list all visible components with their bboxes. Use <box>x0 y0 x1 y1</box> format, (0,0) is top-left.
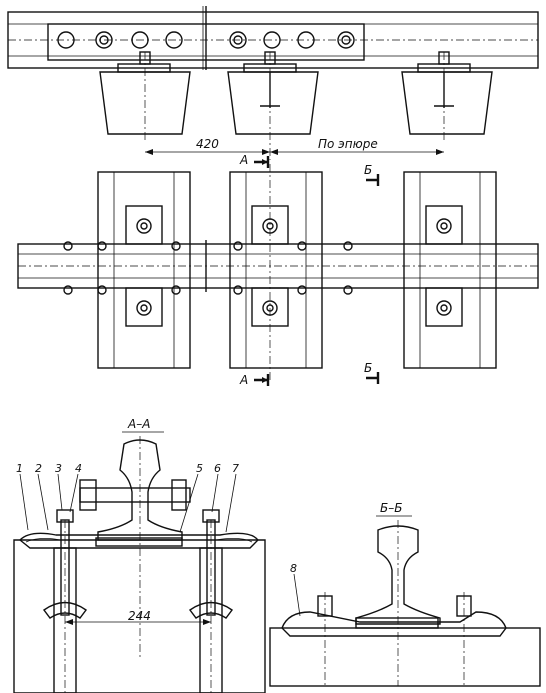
dimension-gauge <box>65 619 211 625</box>
joint-bolts-plan <box>63 241 353 295</box>
sleeper-2 <box>227 51 319 160</box>
section-b-b-title: Б–Б <box>380 501 402 515</box>
sleeper-1 <box>99 51 191 140</box>
dim-420: 420 <box>196 137 219 151</box>
joint-bar <box>47 23 365 61</box>
plan-view: А А Б Б <box>17 153 539 387</box>
bolt-holes <box>57 31 355 49</box>
section-mark-a <box>254 156 270 386</box>
callout-3: 3 <box>55 462 62 475</box>
callout-5: 5 <box>196 462 203 475</box>
sleeper-3 <box>401 51 493 140</box>
pad <box>95 537 183 547</box>
section-b-bottom: Б <box>364 361 372 375</box>
callout-8: 8 <box>290 562 297 575</box>
section-a-a-title: А–А <box>127 417 150 431</box>
elevation-view: 420 По эпюре <box>7 6 539 160</box>
rail-section-b <box>355 525 441 625</box>
callout-7: 7 <box>232 462 239 475</box>
section-mark-b <box>366 174 380 384</box>
callout-6: 6 <box>214 462 221 475</box>
base-plate-b <box>281 611 507 637</box>
plan-sleeper-2 <box>229 171 323 369</box>
callout-2: 2 <box>35 462 42 475</box>
section-a-a-view: А–А 244 <box>13 417 266 693</box>
section-b-top: Б <box>364 163 372 177</box>
base-plate <box>18 532 259 549</box>
plan-sleeper-3 <box>403 171 497 369</box>
plan-sleeper-1 <box>97 171 191 369</box>
section-a-bottom: А <box>239 373 248 387</box>
callout-1: 1 <box>16 462 23 475</box>
dim-by-diagram: По эпюре <box>318 137 378 151</box>
section-b-b-view: Б–Б 8 <box>269 501 541 687</box>
dimension-spacing <box>145 149 444 155</box>
rail-section <box>97 439 183 541</box>
callout-4: 4 <box>75 462 82 475</box>
section-a-top: А <box>239 153 248 167</box>
callout-leaders <box>19 473 237 533</box>
dim-244: 244 <box>128 609 151 623</box>
